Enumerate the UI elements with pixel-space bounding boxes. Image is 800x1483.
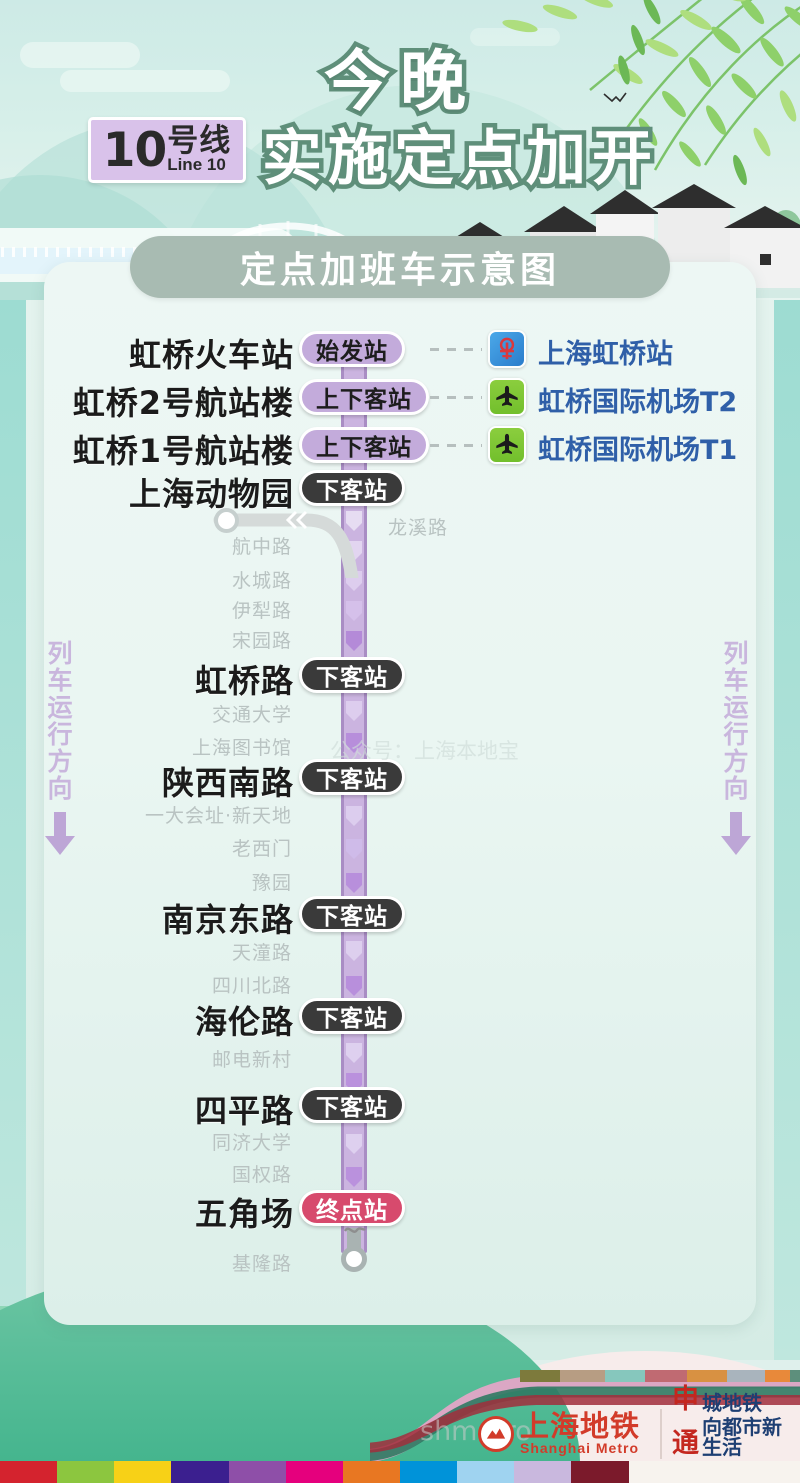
passed-station-14: 基隆路 — [231, 1253, 292, 1275]
direction-chevron-icon — [346, 1167, 362, 1187]
header-title-top: 今晚 — [320, 39, 476, 125]
stop-name-8: 四平路 — [194, 1092, 294, 1130]
header-title-main: 实施定点加开 — [258, 120, 658, 199]
line-break-icon — [343, 1227, 366, 1233]
shanghai-metro-logo: 上海地铁 Shanghai Metro — [478, 1412, 640, 1455]
stop-name-4: 虹桥路 — [194, 662, 294, 700]
stop-name-5: 陕西南路 — [161, 764, 294, 802]
panel-title-banner: 定点加班车示意图 — [130, 236, 670, 298]
metro-color-strip — [0, 1461, 800, 1483]
stop-tag-1: 上下客站 — [299, 379, 429, 415]
stop-name-1: 虹桥2号航站楼 — [72, 384, 294, 422]
slogan-char-2: 通 — [672, 1428, 699, 1460]
passed-station-13: 国权路 — [231, 1164, 292, 1186]
slogan-text-2: 向都市新生活 — [702, 1415, 782, 1459]
passed-station-11: 邮电新村 — [211, 1049, 292, 1071]
direction-chevron-icon — [346, 733, 362, 753]
direction-chevron-icon — [346, 839, 362, 859]
station-dot-hangzhonglu — [214, 508, 239, 533]
passed-station-12: 同济大学 — [211, 1132, 292, 1154]
direction-chevron-icon — [346, 806, 362, 826]
passed-station-6: 一大会址·新天地 — [144, 805, 292, 827]
panel-title-text: 定点加班车示意图 — [239, 250, 560, 291]
passed-station-2: 伊犁路 — [231, 600, 292, 622]
passed-station-7: 老西门 — [231, 838, 292, 860]
cloud-icon — [60, 70, 230, 92]
line-10-badge: 10 号线 Line 10 — [88, 117, 246, 183]
direction-label-right: 列车运行方向 — [723, 639, 749, 803]
metro-logo-icon — [478, 1415, 514, 1452]
direction-chevron-icon — [346, 511, 362, 531]
slogan-char-1: 申 — [672, 1384, 699, 1416]
stop-name-9: 五角场 — [194, 1195, 294, 1233]
connection-label-1: 虹桥国际机场T2 — [538, 387, 738, 418]
line-badge-en: Line 10 — [167, 155, 226, 175]
direction-chevron-icon — [346, 1043, 362, 1063]
right-accent-bar — [774, 300, 800, 1360]
passed-station-1: 水城路 — [231, 570, 292, 592]
stop-tag-7: 下客站 — [299, 998, 405, 1034]
brand-name-cn: 上海地铁 — [520, 1409, 641, 1443]
cloud-icon — [470, 28, 560, 46]
stop-tag-6: 下客站 — [299, 896, 405, 932]
stop-name-3: 上海动物园 — [128, 475, 294, 513]
line-badge-cn: 号线 — [167, 122, 232, 158]
stop-tag-5: 下客站 — [299, 759, 405, 795]
direction-chevron-icon — [346, 873, 362, 893]
cloud-icon — [20, 42, 140, 68]
bird-icon — [603, 92, 627, 103]
passed-station-4: 交通大学 — [211, 704, 292, 726]
stop-tag-8: 下客站 — [299, 1087, 405, 1123]
left-accent-bar — [0, 300, 26, 1360]
direction-chevron-icon — [346, 941, 362, 961]
passed-station-0: 航中路 — [231, 536, 292, 558]
willow-branch-icon — [502, 0, 800, 186]
stop-tag-4: 下客站 — [299, 657, 405, 693]
branch-line — [213, 510, 359, 578]
stop-tag-0: 始发站 — [299, 331, 405, 367]
passed-station-10: 四川北路 — [211, 975, 292, 997]
line-badge-number: 10 — [102, 122, 167, 178]
footer-divider — [660, 1409, 662, 1459]
direction-chevron-icon — [346, 976, 362, 996]
direction-chevron-icon — [346, 631, 362, 651]
stop-name-6: 南京东路 — [161, 901, 294, 939]
connector-dash-1 — [430, 396, 482, 399]
terminal-station-dot — [341, 1246, 367, 1272]
connector-dash-0 — [430, 348, 482, 351]
stop-tag-3: 下客站 — [299, 470, 405, 506]
direction-chevron-icon — [346, 701, 362, 721]
poster-header: 今晚 实施定点加开 10 号线 Line 10 — [0, 0, 800, 320]
footer-slogan: 申 城地铁 通 向都市新生活 — [672, 1384, 800, 1460]
stop-name-0: 虹桥火车站 — [128, 336, 294, 374]
connection-label-2: 虹桥国际机场T1 — [538, 435, 738, 466]
down-arrow-icon — [721, 812, 751, 855]
direction-chevron-icon — [346, 1134, 362, 1154]
airplane-icon — [488, 378, 526, 416]
stop-tag-9: 终点站 — [299, 1190, 405, 1226]
rail-icon — [488, 330, 526, 368]
direction-label-left: 列车运行方向 — [47, 639, 73, 803]
stop-tag-2: 上下客站 — [299, 427, 429, 463]
bridge-railing — [0, 247, 210, 257]
down-arrow-icon — [45, 812, 75, 855]
brand-name-en: Shanghai Metro — [520, 1440, 640, 1456]
passed-station-3: 宋园路 — [231, 630, 292, 652]
passed-station-right-0: 龙溪路 — [388, 517, 449, 539]
metro-ribbon-icon — [370, 1370, 800, 1461]
direction-chevron-icon — [346, 601, 362, 621]
passed-station-8: 豫园 — [251, 872, 292, 894]
connection-label-0: 上海虹桥站 — [538, 339, 673, 370]
slogan-text-1: 城地铁 — [702, 1391, 762, 1415]
stop-name-7: 海伦路 — [194, 1003, 294, 1041]
airplane-icon — [488, 426, 526, 464]
connector-dash-2 — [430, 444, 482, 447]
passed-station-9: 天潼路 — [231, 942, 292, 964]
passed-station-5: 上海图书馆 — [191, 737, 292, 759]
stop-name-2: 虹桥1号航站楼 — [72, 432, 294, 470]
watermark-text: 公众号：上海本地宝 — [330, 739, 519, 763]
footer-branding: shmetro 上海地铁 Shanghai Metro 申 城地铁 通 向都市新… — [0, 1373, 800, 1483]
